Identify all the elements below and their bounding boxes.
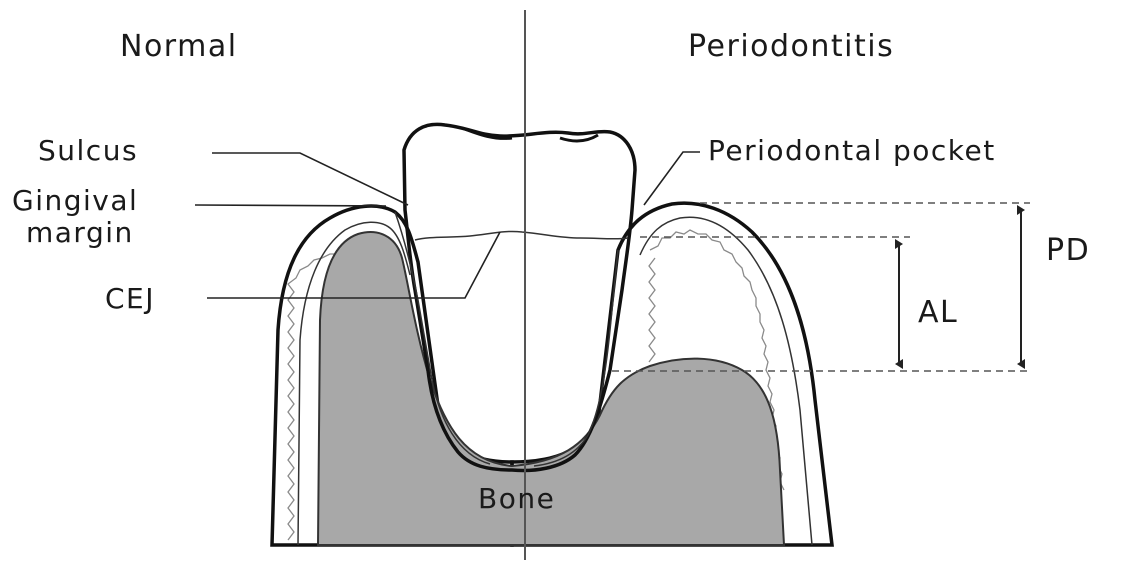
- gingival-margin-leader-line: [195, 205, 386, 206]
- sulcus-leader-line: [212, 153, 408, 205]
- al-label: AL: [918, 295, 958, 330]
- pd-label: PD: [1046, 233, 1090, 268]
- normal-panel-title: Normal: [120, 29, 238, 64]
- periodontitis-panel-title: Periodontitis: [688, 29, 894, 64]
- periodontal-pocket-label: Periodontal pocket: [708, 134, 996, 167]
- sulcus-label: Sulcus: [38, 134, 138, 167]
- cej-label: CEJ: [105, 282, 155, 315]
- crown-groove-2: [560, 135, 598, 141]
- bone-label: Bone: [478, 482, 555, 515]
- periodontal-pocket-leader-line: [644, 152, 700, 205]
- right-pocket-epithelium-texture: [649, 258, 655, 362]
- cej-line: [415, 231, 628, 240]
- gingival-margin-label-line1: Gingival: [12, 184, 138, 217]
- gingival-margin-label-line2: margin: [26, 216, 134, 249]
